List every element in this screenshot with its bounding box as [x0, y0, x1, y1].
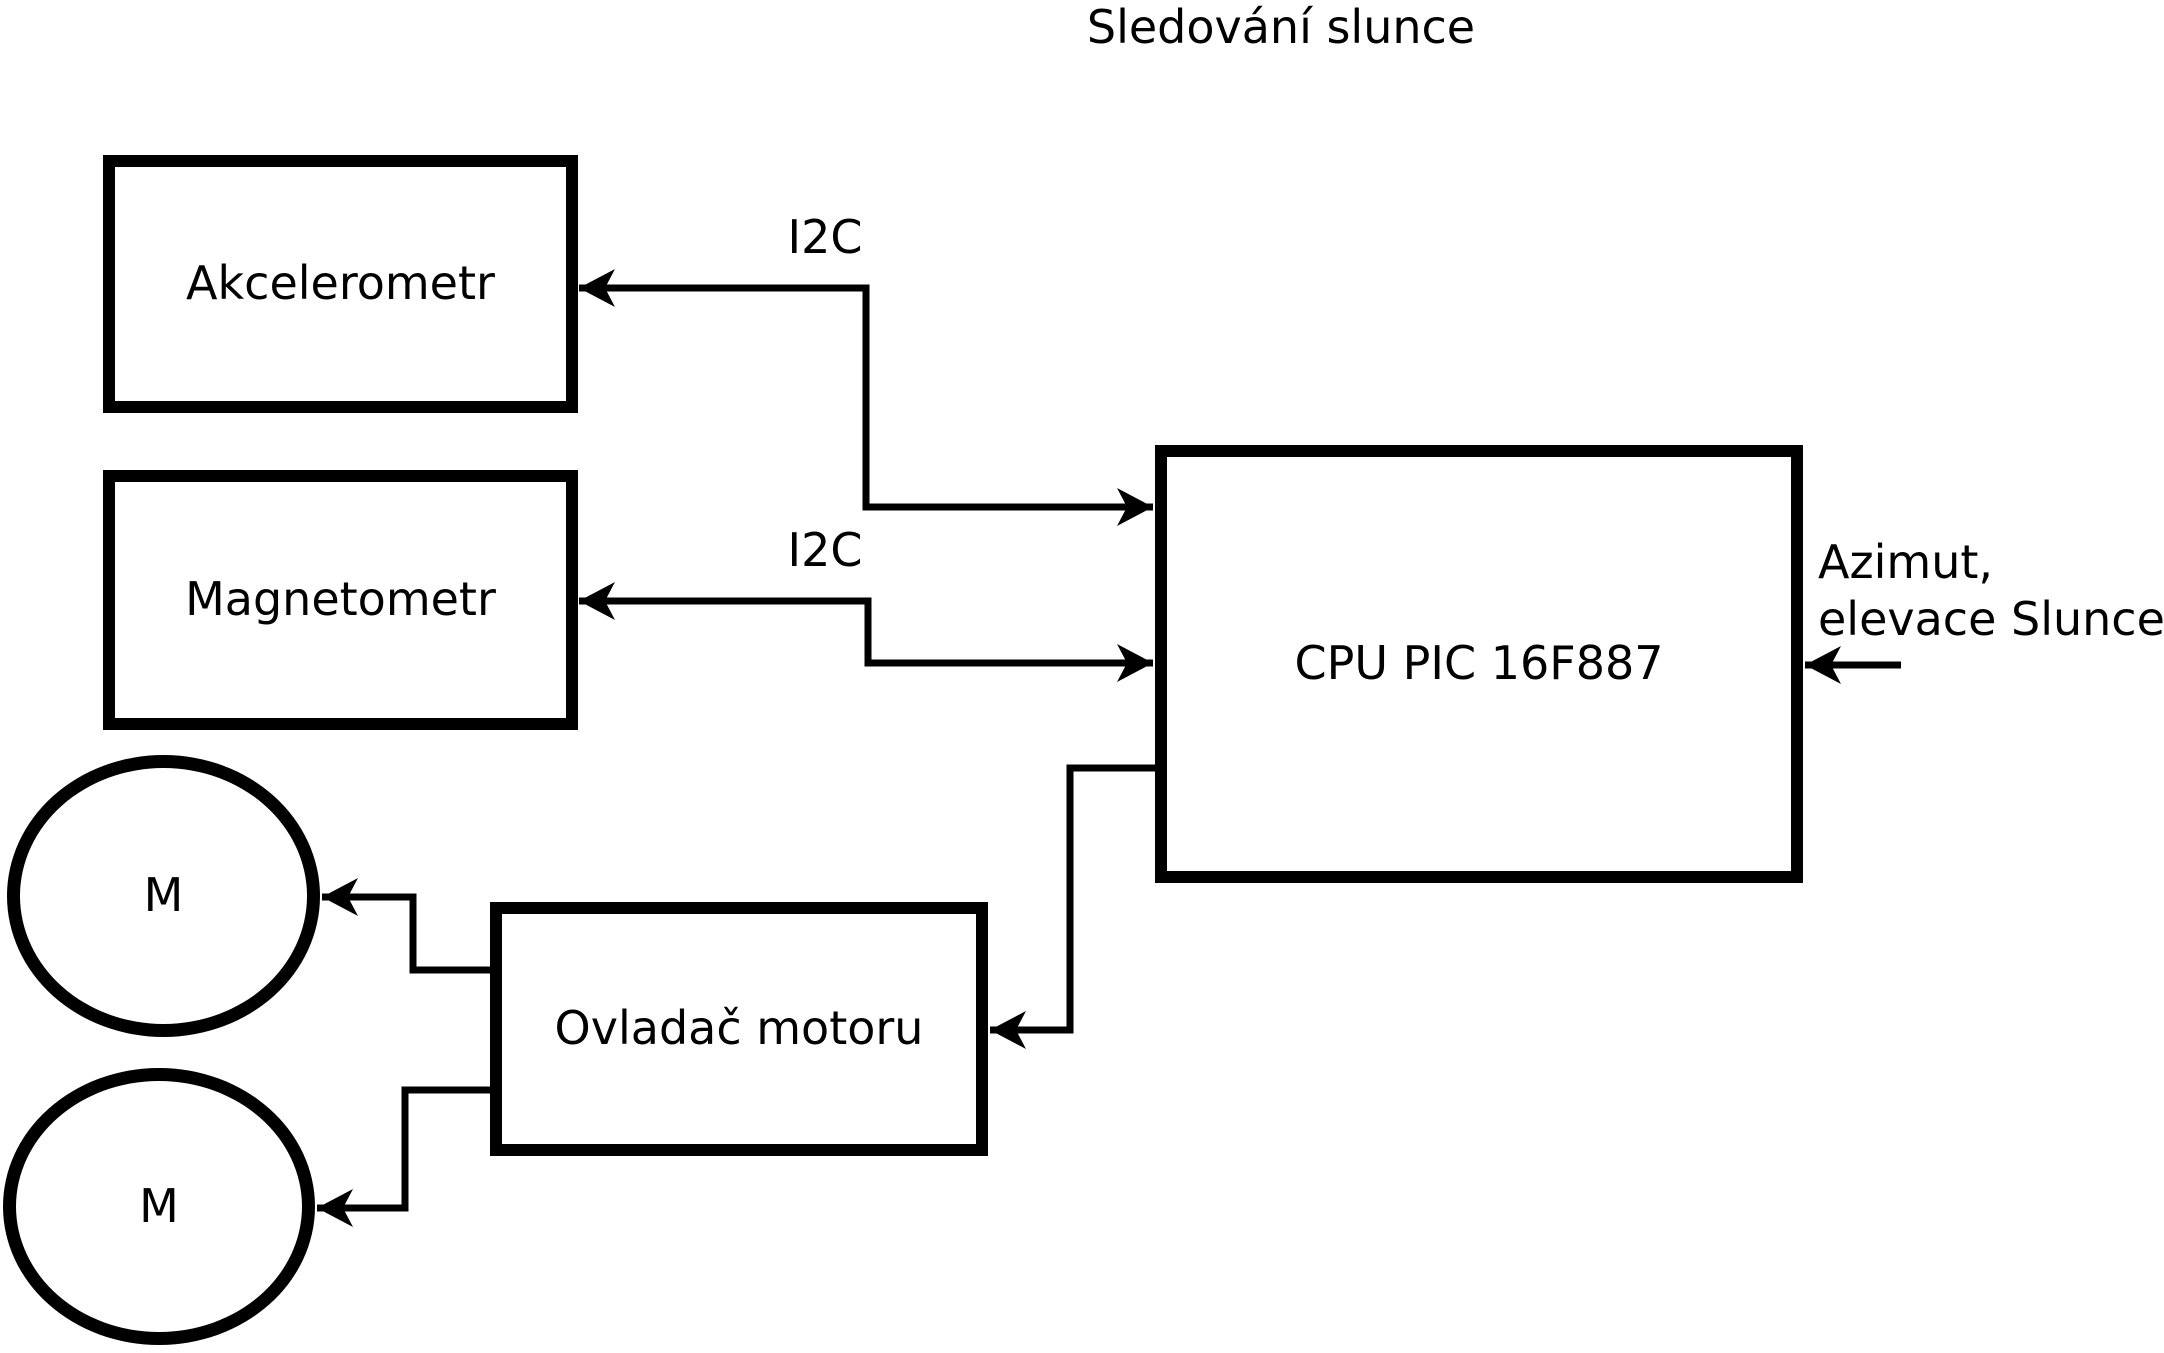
node-motor-1-label: M [143, 868, 184, 923]
node-cpu-label: CPU PIC 16F887 [1294, 636, 1664, 691]
annotation-azimut-line2: elevace Slunce [1818, 592, 2164, 646]
annotation-azimut-line1: Azimut, [1818, 535, 1994, 589]
edge-ovladac-to-motor1 [322, 878, 492, 974]
node-cpu: CPU PIC 16F887 [1155, 445, 1803, 883]
diagram-title: Sledování slunce [1086, 0, 1476, 54]
node-motor-2-label: M [139, 1178, 179, 1233]
annotation-azimut: Azimut, elevace Slunce [1818, 534, 2164, 648]
edge-cpu-to-ovladac [990, 764, 1156, 1049]
node-ovladac-motoru-label: Ovladač motoru [554, 1001, 924, 1056]
node-ovladac-motoru: Ovladač motoru [490, 902, 988, 1156]
node-motor-2: M [3, 1068, 315, 1345]
node-magnetometr: Magnetometr [103, 470, 578, 730]
edge-i2c-akcelerometr [579, 269, 1153, 526]
edge-label-i2c-akcelerometr: I2C [787, 210, 863, 264]
node-motor-1: M [7, 755, 320, 1037]
edge-label-i2c-magnetometr: I2C [787, 523, 863, 577]
node-akcelerometr-label: Akcelerometr [186, 256, 495, 311]
node-akcelerometr: Akcelerometr [103, 155, 578, 413]
edge-i2c-magnetometr [579, 582, 1153, 682]
edge-ovladac-to-motor2 [317, 1086, 492, 1227]
node-magnetometr-label: Magnetometr [185, 572, 496, 627]
